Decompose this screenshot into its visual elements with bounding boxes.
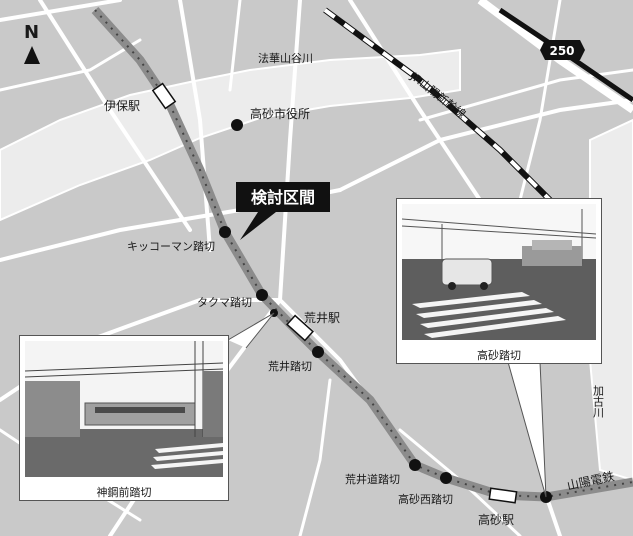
- arai-crossing-dot: [312, 346, 324, 358]
- arai-kaido-crossing-dot: [409, 459, 421, 471]
- route-number: 250: [549, 44, 574, 58]
- takuma-crossing-dot: [256, 289, 268, 301]
- river: [0, 48, 461, 222]
- takasago-nishi-crossing-dot: [440, 472, 452, 484]
- study-section-label: 検討区間: [251, 188, 315, 207]
- shinkoumae-callout-pointer: [227, 312, 275, 349]
- takasago-crossing-photo: [402, 204, 596, 340]
- ibo-station-marker: [151, 82, 177, 110]
- arai-station-label: 荒井駅: [304, 311, 340, 325]
- study-section-callout: 検討区間: [236, 182, 330, 240]
- kakogawa-label: 加古川: [592, 385, 605, 418]
- temple-label: 法華山谷川: [258, 51, 313, 65]
- study-section-box: [236, 182, 330, 212]
- arai-station-marker: [286, 314, 314, 342]
- takasago-nishi-label: 高砂西踏切: [398, 492, 453, 506]
- study-section-pointer: [240, 212, 276, 240]
- ibo-station-label: 伊保駅: [104, 99, 140, 113]
- takuma-label: タクマ踏切: [197, 295, 252, 309]
- shinkoumae-crossing-caption: 神鋼前踏切: [96, 486, 152, 499]
- shinkansen-line-dash: [323, 8, 562, 212]
- route-250-badge: 250: [540, 40, 585, 60]
- north-letter: N: [24, 22, 39, 43]
- takasago-callout-pointer: [507, 361, 547, 498]
- takasago-crossing-photo-frame: 高砂踏切: [396, 198, 602, 364]
- north-arrow-icon: N: [24, 22, 40, 64]
- arai-kaido-label: 荒井道踏切: [345, 472, 400, 486]
- kikkoman-label: キッコーマン踏切: [127, 239, 215, 253]
- takasago-station-label: 高砂駅: [478, 512, 514, 527]
- shinkoumae-crossing-photo-frame: 神鋼前踏切: [19, 335, 229, 501]
- city-hall-label: 高砂市役所: [250, 106, 310, 121]
- takasago-crossing-caption: 高砂踏切: [477, 349, 521, 362]
- shinkoumae-crossing-photo: [25, 341, 223, 477]
- arai-crossing-label: 荒井踏切: [268, 359, 312, 373]
- kikkoman-crossing-dot: [219, 226, 231, 238]
- city-hall-dot: [231, 119, 243, 131]
- takasago-station-marker: [488, 487, 518, 504]
